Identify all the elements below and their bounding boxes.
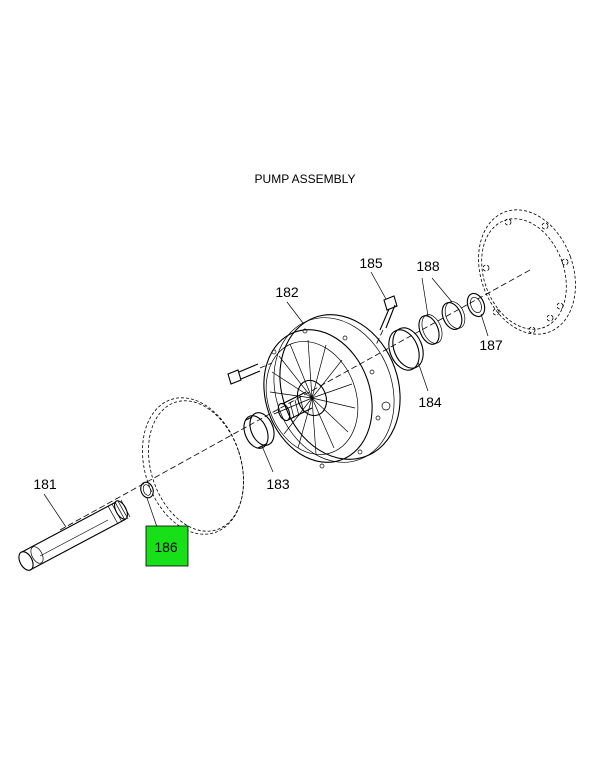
- diagram-title: PUMP ASSEMBLY: [255, 172, 356, 186]
- callout-185[interactable]: 185: [359, 255, 383, 271]
- callout-188[interactable]: 188: [416, 258, 440, 274]
- shaft-181: [18, 499, 131, 571]
- pump-body-182: [263, 314, 401, 469]
- callout-181[interactable]: 181: [33, 476, 57, 492]
- bushing-183: [243, 412, 275, 449]
- callout-183[interactable]: 183: [266, 476, 290, 492]
- snap-ring-184: [388, 327, 424, 371]
- phantom-housing-right: [478, 209, 576, 335]
- seal-rings-188: [418, 301, 466, 345]
- callout-184[interactable]: 184: [418, 394, 442, 410]
- callout-182[interactable]: 182: [275, 284, 299, 300]
- callout-187[interactable]: 187: [479, 337, 503, 353]
- washer-187: [466, 292, 486, 318]
- seal-ring-186: [140, 481, 154, 499]
- bolt-185: [375, 295, 398, 346]
- highlight-box: [145, 525, 189, 567]
- leader-lines: [43, 271, 489, 528]
- bolt-lower-left: [227, 362, 273, 385]
- callout-186-highlight[interactable]: 186: [145, 525, 189, 567]
- callout-186: 186: [154, 539, 178, 555]
- phantom-gasket-left: [142, 397, 244, 535]
